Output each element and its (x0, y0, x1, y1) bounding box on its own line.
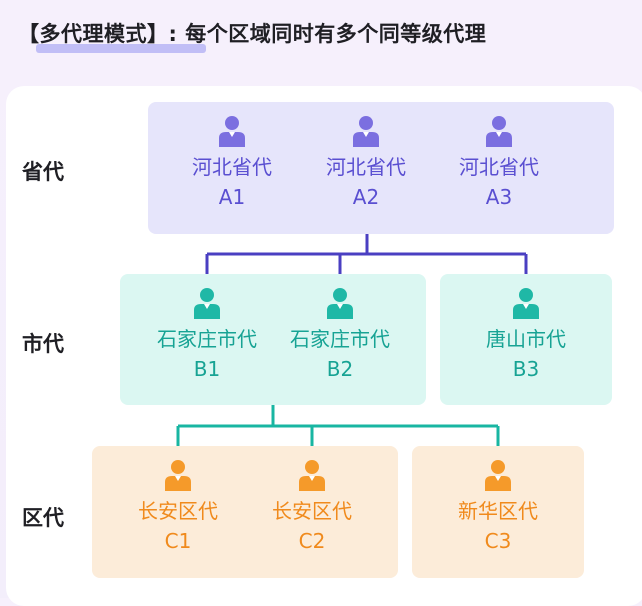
district-box-changan (92, 446, 398, 578)
agent-name: 长安区代 (138, 499, 218, 523)
agent-a1: 河北省代 A1 (172, 114, 292, 210)
agent-c2: 长安区代 C2 (252, 458, 372, 554)
person-icon (299, 460, 325, 491)
agent-code: C3 (484, 529, 512, 553)
agent-a2: 河北省代 A2 (306, 114, 426, 210)
agent-b1: 石家庄市代 B1 (147, 286, 267, 382)
agent-b3: 唐山市代 B3 (466, 286, 586, 382)
agent-code: A2 (352, 185, 380, 209)
title-highlight (36, 44, 206, 53)
agent-code: C1 (164, 529, 192, 553)
agent-name: 长安区代 (272, 499, 352, 523)
person-icon (486, 116, 512, 147)
agent-name: 河北省代 (326, 155, 406, 179)
city-box-shijiazhuang (120, 274, 426, 405)
person-icon (194, 288, 220, 319)
agent-name: 河北省代 (192, 155, 272, 179)
agent-code: B2 (326, 357, 354, 381)
agent-c3: 新华区代 C3 (438, 458, 558, 554)
agent-name: 新华区代 (458, 499, 538, 523)
person-icon (327, 288, 353, 319)
agent-code: B3 (512, 357, 540, 381)
agent-name: 石家庄市代 (290, 327, 390, 351)
agent-name: 唐山市代 (486, 327, 566, 351)
person-icon (513, 288, 539, 319)
level-label-city: 市代 (22, 332, 64, 356)
agent-code: A1 (218, 185, 246, 209)
page-title: 【多代理模式】: 每个区域同时有多个同等级代理 (18, 22, 487, 46)
agent-code: A3 (485, 185, 513, 209)
person-icon (485, 460, 511, 491)
agent-name: 石家庄市代 (157, 327, 257, 351)
agent-b2: 石家庄市代 B2 (280, 286, 400, 382)
agent-a3: 河北省代 A3 (439, 114, 559, 210)
level-label-district: 区代 (22, 506, 64, 530)
agent-code: C2 (298, 529, 326, 553)
person-icon (165, 460, 191, 491)
agent-name: 河北省代 (459, 155, 539, 179)
person-icon (219, 116, 245, 147)
level-label-province: 省代 (22, 160, 64, 184)
agent-c1: 长安区代 C1 (118, 458, 238, 554)
agent-code: B1 (193, 357, 221, 381)
person-icon (353, 116, 379, 147)
